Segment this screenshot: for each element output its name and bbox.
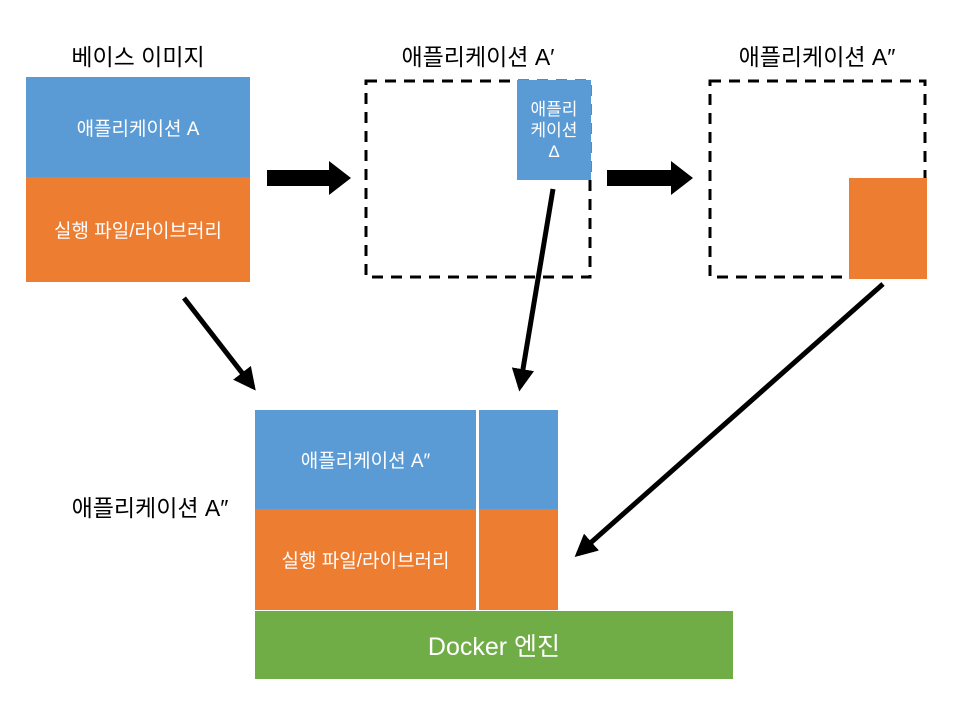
base-image-lib-layer: 실행 파일/라이브러리 <box>26 177 250 282</box>
result-lib-layer: 실행 파일/라이브러리 <box>255 509 476 610</box>
result-stack-label: 애플리케이션 A″ <box>71 495 229 521</box>
arrow-a-prime-to-a-double-prime-icon <box>607 161 693 195</box>
result-stack-main-column: 애플리케이션 A″ 실행 파일/라이브러리 <box>255 410 476 610</box>
app-a-prime-delta-box: 애플리 케이션 Δ <box>517 80 591 180</box>
result-narrow-app-layer <box>479 410 558 509</box>
arrow-base-to-stack-icon <box>182 296 256 391</box>
app-a-prime-dashed-box <box>364 79 592 279</box>
base-image-app-layer: 애플리케이션 A <box>26 77 250 177</box>
result-stack-narrow-column <box>479 410 558 610</box>
result-narrow-lib-layer <box>479 509 558 610</box>
delta-icon: Δ <box>548 141 560 161</box>
app-a-double-prime-patch-box <box>849 178 927 279</box>
app-a-double-prime-title: 애플리케이션 A″ <box>738 44 896 70</box>
delta-box-line: 애플리 <box>530 99 578 119</box>
arrow-delta-to-stack-icon <box>511 188 556 392</box>
docker-engine-bar: Docker 엔진 <box>255 611 733 679</box>
base-image-title: 베이스 이미지 <box>71 44 205 70</box>
delta-box-line: 케이션 <box>530 120 578 140</box>
app-a-prime-title: 애플리케이션 A′ <box>401 44 555 70</box>
arrow-patch-to-stack-icon <box>574 282 885 557</box>
base-image-box: 애플리케이션 A 실행 파일/라이브러리 <box>26 77 250 282</box>
result-app-layer: 애플리케이션 A″ <box>255 410 476 509</box>
arrow-base-to-a-prime-icon <box>267 161 351 195</box>
